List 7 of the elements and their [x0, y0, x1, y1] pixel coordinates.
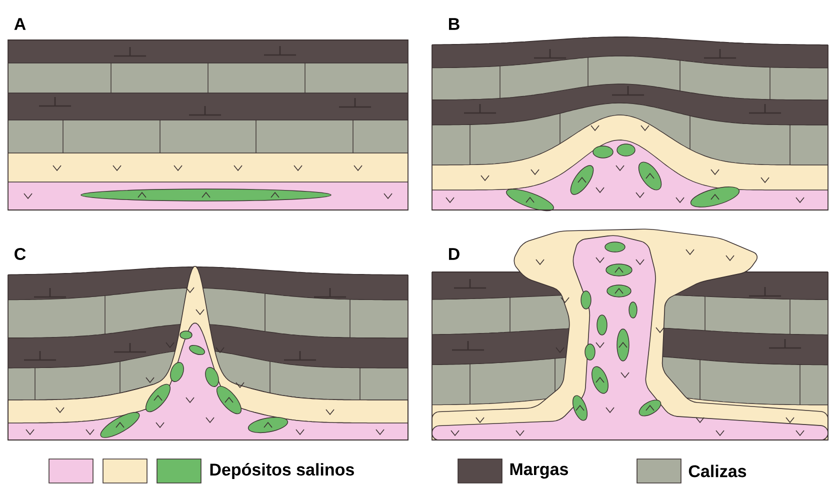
panel-letter: D [449, 248, 460, 260]
legend-label: Calizas [688, 464, 746, 478]
panel-letter: B [449, 18, 460, 30]
legend-label: Margas [510, 463, 568, 479]
legend-label: Depósitos salinos [210, 463, 354, 479]
panel-letter: A [14, 18, 26, 30]
panel-letter: C [14, 248, 26, 260]
